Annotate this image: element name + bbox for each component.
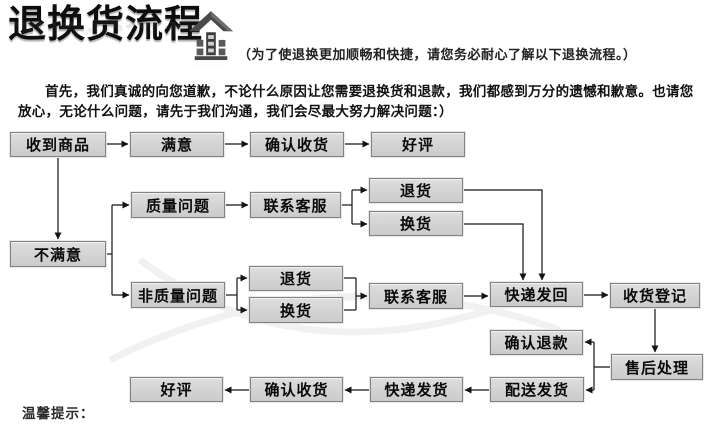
node-courier-send-back: 快递发回	[490, 282, 583, 307]
node-return-quality: 退货	[369, 178, 463, 203]
node-exchange-quality: 换货	[369, 211, 463, 236]
node-unsatisfied: 不满意	[10, 241, 106, 267]
node-contact-service-nonquality: 联系客服	[369, 283, 463, 309]
node-contact-service-quality: 联系客服	[250, 192, 341, 218]
home-icon	[188, 11, 234, 66]
node-confirm-receipt-bottom: 确认收货	[250, 377, 343, 402]
page-title: 退换货流程	[8, 4, 204, 46]
node-confirm-refund: 确认退款	[490, 330, 583, 355]
node-good-review-bottom: 好评	[130, 377, 223, 402]
tips-label: 温馨提示：	[22, 406, 95, 421]
node-received-goods: 收到商品	[10, 132, 106, 157]
node-exchange-nonquality: 换货	[249, 297, 343, 323]
page-header: 退换货流程 退换货流程	[8, 2, 203, 48]
subtitle: （为了使退换更加顺畅和快捷，请您务必耐心了解以下退换流程。）	[238, 47, 637, 62]
node-confirm-receipt-top: 确认收货	[250, 132, 344, 157]
node-quality-issue: 质量问题	[131, 192, 225, 218]
node-satisfied: 满意	[130, 132, 224, 157]
node-receipt-registration: 收货登记	[610, 283, 700, 308]
node-return-nonquality: 退货	[249, 266, 343, 291]
intro-text: 首先，我们真诚的向您道歉，不论什么原因让您需要退换货和退款，我们都感到万分的遗憾…	[18, 84, 694, 119]
node-delivery-shipping: 配送发货	[490, 377, 584, 402]
node-after-sales-processing: 售后处理	[611, 354, 703, 380]
node-courier-shipping: 快递发货	[370, 377, 463, 402]
node-non-quality-issue: 非质量问题	[131, 282, 225, 308]
node-good-review-top: 好评	[371, 132, 465, 157]
